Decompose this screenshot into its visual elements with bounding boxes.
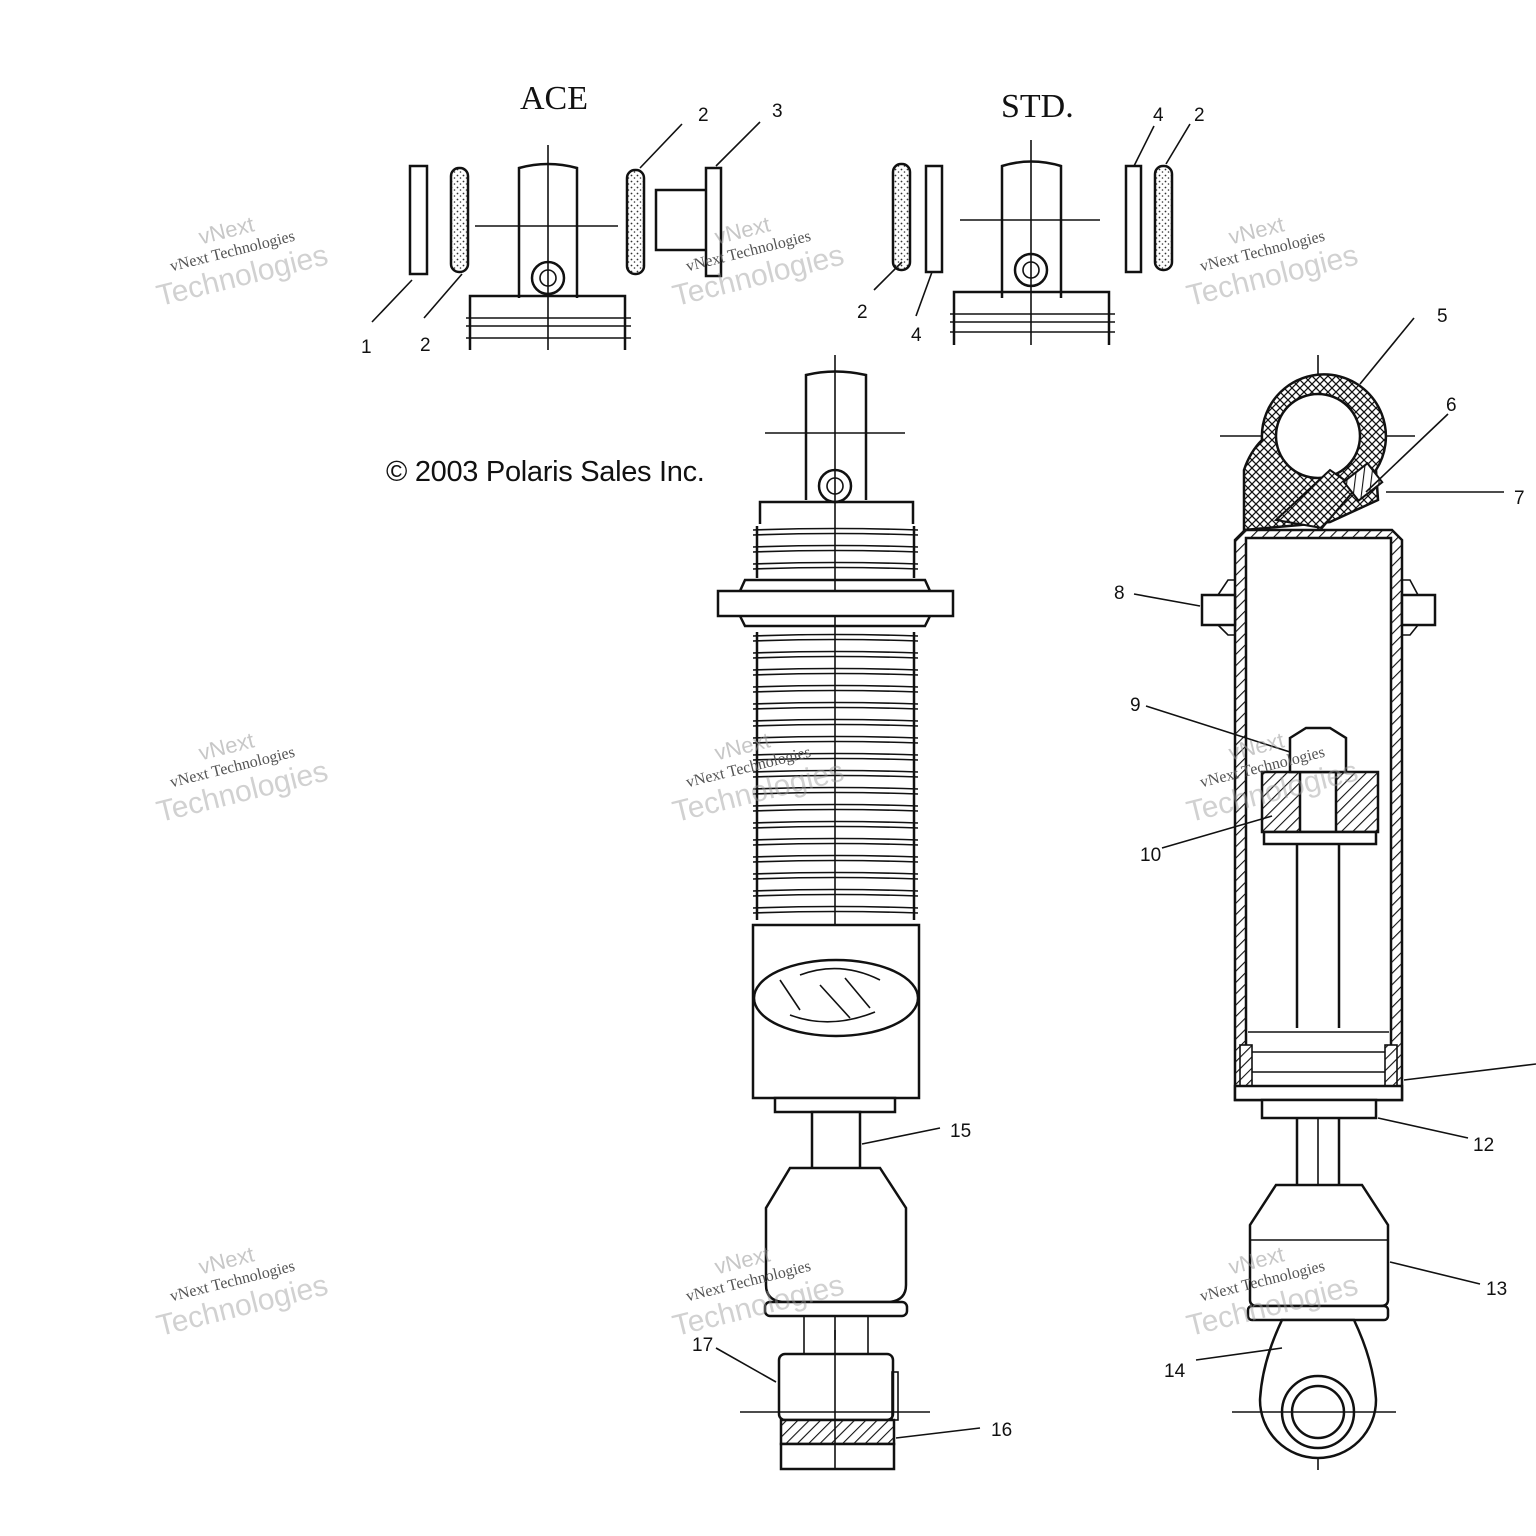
spring-coil xyxy=(752,837,919,846)
callout-13: 13 xyxy=(1486,1279,1508,1300)
std-bushing-2-right xyxy=(1153,164,1174,272)
callout-15: 15 xyxy=(950,1121,972,1142)
spring-coil xyxy=(752,769,919,778)
std-heading: STD. xyxy=(1001,88,1074,125)
ace-mount-assembly xyxy=(371,121,761,350)
callout-ace-2a: 2 xyxy=(420,335,431,356)
spring-coil xyxy=(752,633,919,642)
spring-coil xyxy=(752,718,919,727)
callout-7: 7 xyxy=(1514,488,1525,509)
callout-std-4a: 4 xyxy=(1153,105,1164,126)
std-washer-4-right xyxy=(1124,164,1143,274)
bumper-13 xyxy=(1248,1183,1390,1308)
ace-sleeve xyxy=(654,188,710,252)
spring-outline xyxy=(755,526,916,578)
callout-12: 12 xyxy=(1473,1135,1495,1156)
callout-9: 9 xyxy=(1130,695,1141,716)
shaft-15 xyxy=(810,1110,862,1172)
spring-coil xyxy=(752,735,919,744)
lower-bushing-16 xyxy=(779,1418,896,1446)
ace-heading: ACE xyxy=(520,80,588,117)
spring-coil xyxy=(752,905,919,914)
lower-mount-17 xyxy=(777,1352,895,1422)
spring-coil xyxy=(752,888,919,897)
callout-ace-2b: 2 xyxy=(698,105,709,126)
callout-8: 8 xyxy=(1114,583,1125,604)
std-mount-assembly xyxy=(873,123,1191,345)
shock-logo-decal xyxy=(752,958,920,1038)
callout-std-4b: 4 xyxy=(911,325,922,346)
std-bushing-2-left xyxy=(891,162,912,272)
callout-std-2a: 2 xyxy=(1194,105,1205,126)
spring-coil xyxy=(752,701,919,710)
spring-coil xyxy=(752,561,919,570)
callout-10: 10 xyxy=(1140,845,1162,866)
reservoir-body xyxy=(751,923,921,1100)
ace-bushing-2-right xyxy=(625,168,646,276)
spring-coil xyxy=(752,667,919,676)
spring-coil xyxy=(752,820,919,829)
spring-coils xyxy=(752,526,919,578)
spring-coil xyxy=(752,684,919,693)
ace-washer-1 xyxy=(408,164,429,276)
callout-ace-1: 1 xyxy=(361,337,372,358)
spring-coil xyxy=(752,544,919,553)
lower-eye-14 xyxy=(1258,1318,1378,1460)
piston-nut-9 xyxy=(1288,726,1348,774)
spring-coil xyxy=(752,871,919,880)
copyright-notice: © 2003 Polaris Sales Inc. xyxy=(386,456,705,488)
collar-8 xyxy=(1200,593,1237,627)
callout-5: 5 xyxy=(1437,306,1448,327)
spring-coil xyxy=(752,752,919,761)
spring-coil xyxy=(752,803,919,812)
callout-14: 14 xyxy=(1164,1361,1186,1382)
spring-coil xyxy=(752,786,919,795)
shock-section-view xyxy=(1133,317,1536,1470)
ace-washer-3 xyxy=(704,166,723,278)
callout-std-2b: 2 xyxy=(857,302,868,323)
spring-coil xyxy=(752,527,919,536)
callout-16: 16 xyxy=(991,1420,1013,1441)
callout-6: 6 xyxy=(1446,395,1457,416)
seal-cap-12 xyxy=(1260,1098,1378,1120)
spring-outline xyxy=(755,632,916,920)
spring-coils xyxy=(752,632,919,920)
callout-ace-3: 3 xyxy=(772,101,783,122)
ace-bushing-2-left xyxy=(449,166,470,274)
callout-17: 17 xyxy=(692,1335,714,1356)
shock-external-view xyxy=(715,355,981,1471)
bumper-housing xyxy=(764,1166,908,1304)
std-washer-4-left xyxy=(924,164,944,274)
spring-coil xyxy=(752,650,919,659)
spring-coil xyxy=(752,854,919,863)
